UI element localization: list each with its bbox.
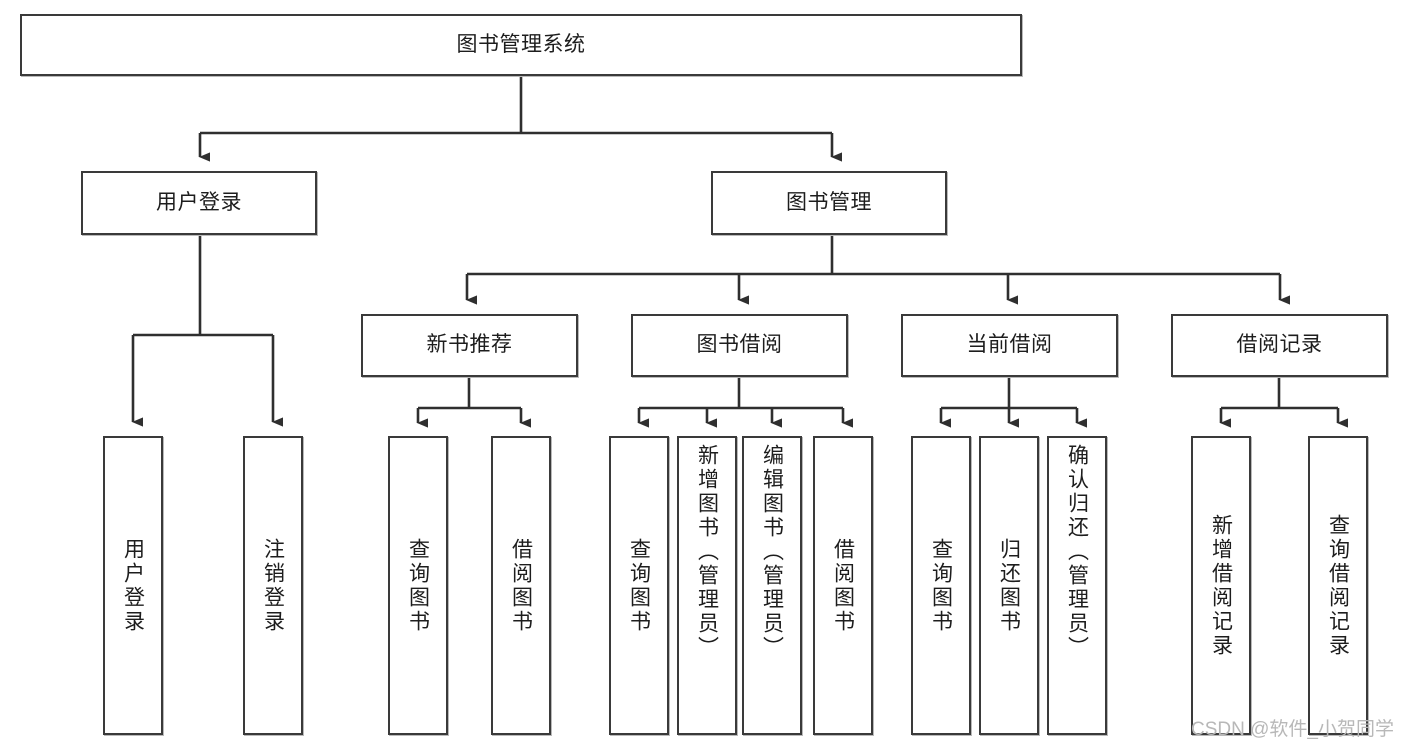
node-label: 确认归还（管理员） xyxy=(1065,444,1089,660)
leaf-borrow-query-book[interactable]: 查询图书 xyxy=(609,436,669,735)
node-label: 用户登录 xyxy=(121,537,145,634)
node-label: 图书管理 xyxy=(786,190,872,214)
leaf-recommend-query-book[interactable]: 查询图书 xyxy=(388,436,448,735)
node-book-management[interactable]: 图书管理 xyxy=(711,171,947,235)
leaf-user-login-login[interactable]: 用户登录 xyxy=(103,436,163,735)
node-label: 查询图书 xyxy=(929,537,953,634)
node-label: 编辑图书（管理员） xyxy=(760,444,784,660)
leaf-current-confirm-return-admin[interactable]: 确认归还（管理员） xyxy=(1047,436,1107,735)
node-new-book-recommend[interactable]: 新书推荐 xyxy=(361,314,578,377)
leaf-borrow-edit-book-admin[interactable]: 编辑图书（管理员） xyxy=(742,436,802,735)
node-label: 查询图书 xyxy=(627,537,651,634)
node-label: 注销登录 xyxy=(261,537,285,634)
node-label: 查询借阅记录 xyxy=(1326,513,1350,658)
leaf-borrow-add-book-admin[interactable]: 新增图书（管理员） xyxy=(677,436,737,735)
node-label: 图书借阅 xyxy=(696,333,783,357)
node-label: 借阅图书 xyxy=(509,537,533,634)
node-borrow-record[interactable]: 借阅记录 xyxy=(1171,314,1388,377)
node-book-borrow[interactable]: 图书借阅 xyxy=(631,314,848,377)
node-label: 借阅图书 xyxy=(831,537,855,634)
leaf-user-login-logout[interactable]: 注销登录 xyxy=(243,436,303,735)
leaf-borrow-borrow-book[interactable]: 借阅图书 xyxy=(813,436,873,735)
leaf-record-query-record[interactable]: 查询借阅记录 xyxy=(1308,436,1368,735)
node-current-borrow[interactable]: 当前借阅 xyxy=(901,314,1118,377)
node-label: 查询图书 xyxy=(406,537,430,634)
node-label: 新书推荐 xyxy=(426,333,513,357)
node-label: 借阅记录 xyxy=(1236,333,1323,357)
node-user-login[interactable]: 用户登录 xyxy=(81,171,317,235)
node-label: 新增借阅记录 xyxy=(1209,513,1233,658)
node-label: 用户登录 xyxy=(156,190,242,214)
leaf-record-add-record[interactable]: 新增借阅记录 xyxy=(1191,436,1251,735)
node-label: 归还图书 xyxy=(997,537,1021,634)
leaf-current-return-book[interactable]: 归还图书 xyxy=(979,436,1039,735)
leaf-recommend-borrow-book[interactable]: 借阅图书 xyxy=(491,436,551,735)
node-label: 新增图书（管理员） xyxy=(695,444,719,660)
node-label: 图书管理系统 xyxy=(456,32,586,56)
leaf-current-query-book[interactable]: 查询图书 xyxy=(911,436,971,735)
node-label: 当前借阅 xyxy=(966,333,1053,357)
node-root-system[interactable]: 图书管理系统 xyxy=(20,14,1022,76)
